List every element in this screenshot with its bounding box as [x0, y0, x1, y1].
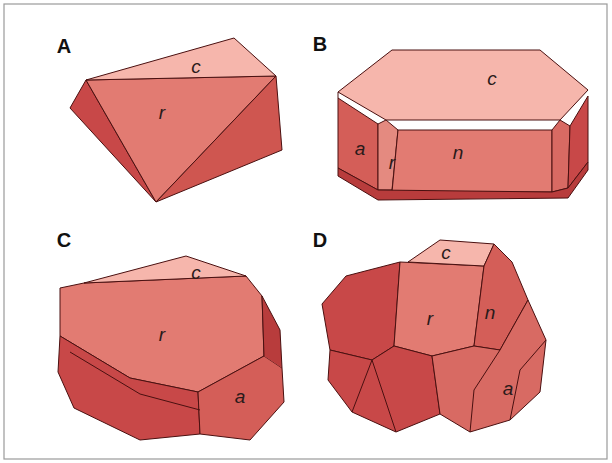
- face-label: c: [441, 243, 451, 262]
- panel-letter: A: [57, 36, 71, 56]
- face-label: c: [191, 263, 201, 282]
- face-label: a: [235, 387, 246, 406]
- face-label: n: [485, 303, 496, 322]
- panel-letter: D: [313, 230, 327, 250]
- face-label: c: [487, 69, 497, 88]
- face-label: r: [159, 103, 165, 122]
- face-label: a: [355, 139, 366, 158]
- face-label: c: [191, 57, 201, 76]
- face-label: n: [453, 143, 464, 162]
- face-label: r: [427, 309, 433, 328]
- face-label: a: [503, 379, 514, 398]
- face-label: r: [159, 325, 165, 344]
- panel-letter: B: [313, 34, 327, 54]
- panel-letter: C: [57, 230, 71, 250]
- face-label: r: [389, 153, 395, 172]
